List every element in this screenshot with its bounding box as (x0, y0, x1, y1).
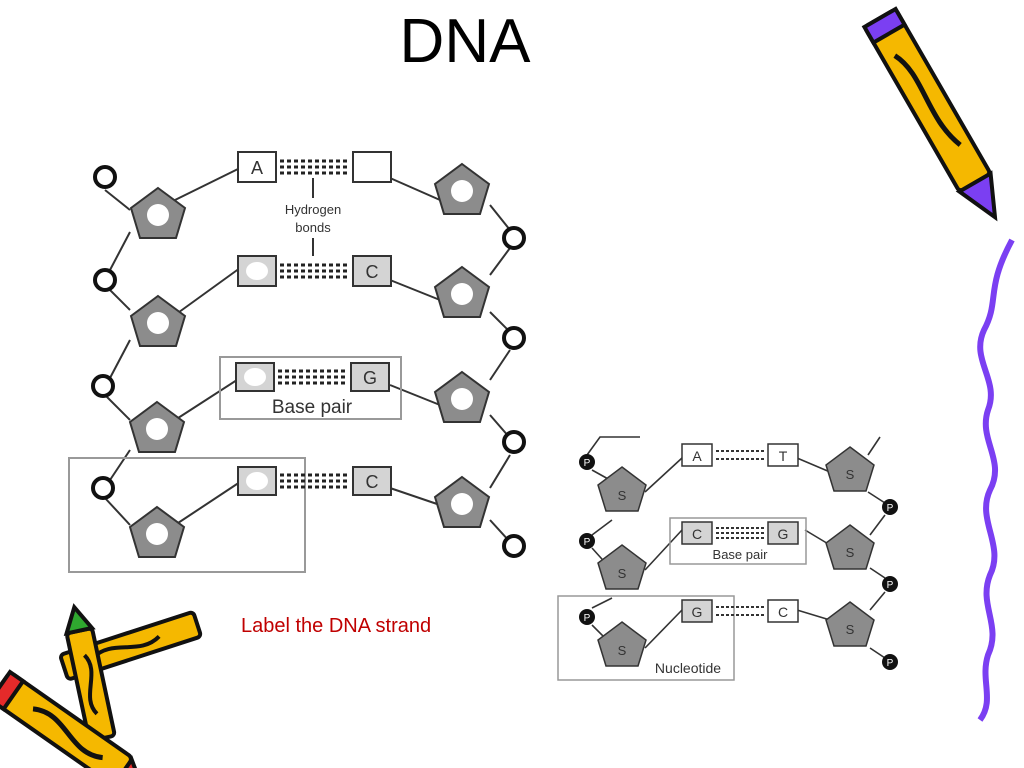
base-letter: T (779, 448, 788, 464)
base-pair-label: Base pair (272, 397, 353, 418)
sugar-label: S (618, 566, 627, 581)
base-letter: C (366, 262, 379, 282)
sugar-icon (129, 401, 185, 453)
sugar-icon (434, 266, 490, 318)
phosphate-label: P (584, 458, 591, 469)
phosphate-icon (93, 268, 117, 292)
crayon-icon (0, 669, 145, 768)
base-pair-label-small: Base pair (713, 547, 769, 562)
slide-title: DNA (399, 7, 531, 76)
phosphate-icon (579, 609, 595, 625)
sugar-label: S (846, 622, 855, 637)
sugar-icon (129, 506, 185, 558)
phosphate-icon (882, 576, 898, 592)
sugar-icon (434, 371, 490, 423)
base-letter: G (363, 368, 377, 388)
phosphate-icon (579, 454, 595, 470)
sugar-label: S (618, 643, 627, 658)
phosphate-label: P (887, 658, 894, 669)
label-prompt: Label the DNA strand (241, 615, 432, 637)
phosphate-icon (502, 326, 526, 350)
phosphate-icon (502, 534, 526, 558)
hydrogen-bonds-label-line2: bonds (295, 220, 331, 235)
crayon-icon (63, 603, 117, 743)
sugar-icon (434, 476, 490, 528)
squiggle-line (977, 238, 1015, 722)
dna-diagram-large: A Hydrogen bonds C G Base pair C (68, 151, 526, 573)
phosphate-icon (91, 476, 115, 500)
base-letter: C (692, 526, 702, 542)
base-letter: A (251, 158, 263, 178)
base-letter: G (692, 604, 703, 620)
sugar-label: S (846, 467, 855, 482)
hydrogen-bonds-label-line1: Hydrogen (285, 202, 341, 217)
phosphate-label: P (887, 503, 894, 514)
base-letter: C (778, 604, 788, 620)
phosphate-icon (579, 533, 595, 549)
base-pair-box-small (669, 517, 807, 565)
phosphate-label: P (887, 580, 894, 591)
phosphate-icon (882, 654, 898, 670)
nucleotide-label: Nucleotide (655, 660, 721, 676)
phosphate-label: P (584, 537, 591, 548)
phosphate-icon (91, 374, 115, 398)
sugar-icon (130, 295, 186, 347)
dna-diagram-small: P P P P P P S S S S S S A T C (557, 436, 898, 681)
nucleotide-box-small (557, 595, 735, 681)
base-pair-box (219, 356, 402, 420)
sugar-label: S (618, 488, 627, 503)
sugar-icon (130, 187, 186, 239)
base-letter: C (366, 472, 379, 492)
base-letter: A (692, 448, 702, 464)
phosphate-label: P (584, 613, 591, 624)
pencil-icon (861, 6, 998, 222)
phosphate-icon (502, 226, 526, 250)
blank-base-box (352, 151, 392, 183)
phosphate-icon (882, 499, 898, 515)
sugar-icon (434, 163, 490, 215)
phosphate-icon (93, 165, 117, 189)
base-letter: G (778, 526, 789, 542)
sugar-label: S (846, 545, 855, 560)
nucleotide-box (68, 457, 306, 573)
phosphate-icon (502, 430, 526, 454)
